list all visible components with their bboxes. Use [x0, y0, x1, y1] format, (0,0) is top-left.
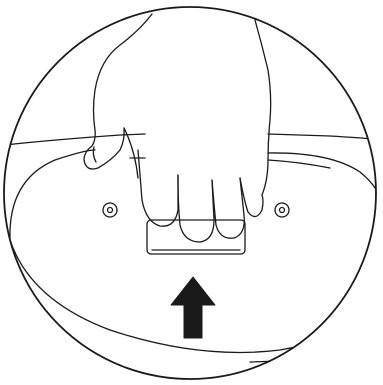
appliance-top-edge	[4, 133, 146, 146]
upward-arrow	[170, 276, 216, 339]
panel-top-edge-right	[267, 159, 331, 169]
hand	[83, 13, 272, 243]
detail-circle	[3, 6, 377, 380]
left-screw	[102, 202, 118, 218]
appliance-left-contour	[9, 149, 96, 241]
handle	[146, 219, 246, 255]
appliance-right-contour	[267, 152, 376, 211]
appliance-top-edge-right	[267, 133, 376, 141]
right-screw	[274, 202, 290, 218]
